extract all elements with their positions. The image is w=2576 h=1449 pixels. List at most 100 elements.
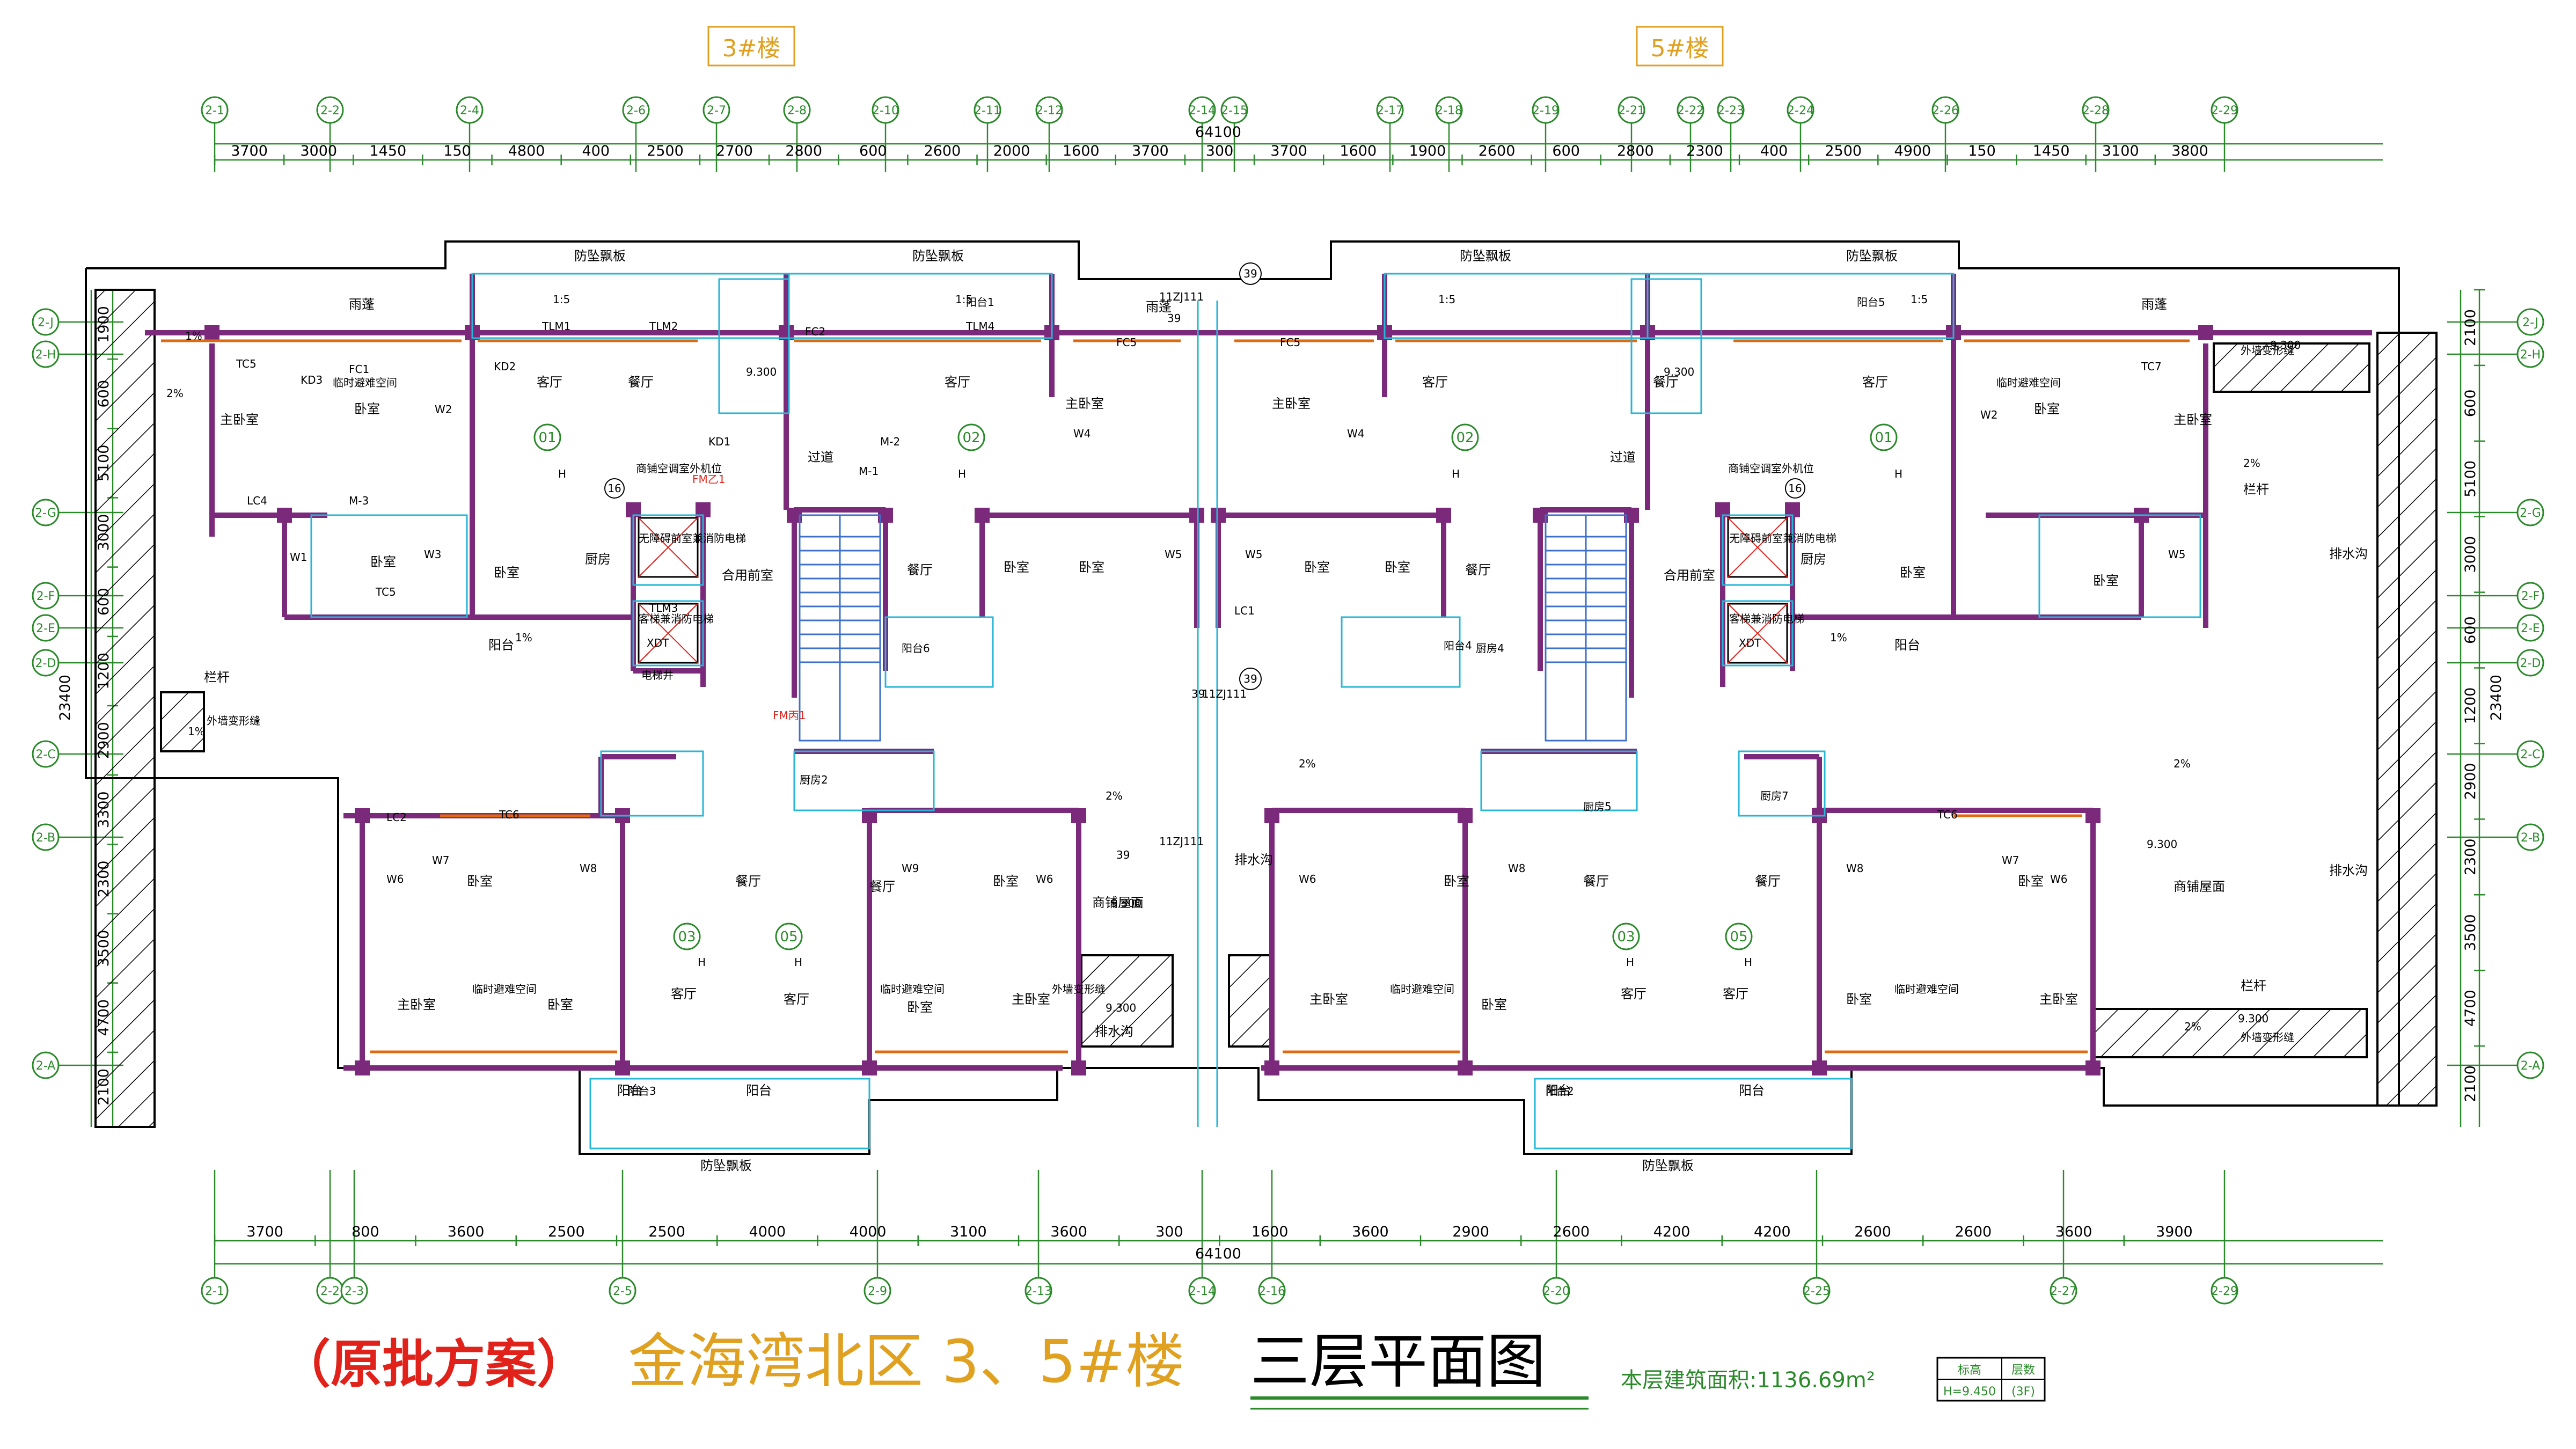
- dimension-value: 150: [443, 143, 471, 159]
- axis-bubble: [32, 614, 60, 642]
- title-project: 金海湾北区 3、5#楼: [628, 1327, 1184, 1396]
- storey-value: (3F): [2011, 1385, 2035, 1399]
- axis-bubble: [1035, 96, 1063, 124]
- tag-h-g: H: [1626, 956, 1634, 969]
- room-label-dining-3-01: 餐厅: [628, 375, 654, 390]
- room-label-living-3-01: 客厅: [537, 375, 562, 390]
- axis-label: 2-9: [868, 1285, 887, 1298]
- axis-label: 2-A: [36, 1059, 56, 1073]
- tag-tlm3-a: TLM3: [649, 602, 678, 614]
- axis-bubble: [1542, 1277, 1570, 1305]
- axis-label: 2-C: [35, 748, 55, 762]
- tag-balcony-6: 阳台5: [1857, 296, 1885, 309]
- building-label-5-text: 5#楼: [1651, 35, 1709, 62]
- dimension-value: 3000: [300, 143, 337, 159]
- tag-slope-d: 2%: [2243, 457, 2260, 470]
- stair-left: [799, 514, 881, 742]
- elevator-label-accessible-5: 无障碍前室兼消防电梯: [1729, 532, 1836, 545]
- room-label-corridor-5: 过道: [1610, 450, 1636, 465]
- dimension-value: 4800: [508, 143, 545, 159]
- axis-label: 2-27: [2050, 1285, 2077, 1298]
- room-label-bedroom-3-02: 卧室: [1004, 560, 1029, 575]
- tag-w6-d: W6: [2050, 873, 2068, 885]
- tag-fc1-a: FC1: [349, 363, 369, 376]
- axis-bubble: [201, 1277, 229, 1305]
- axis-label: 2-E: [36, 622, 55, 635]
- dimension-value: 3900: [2156, 1224, 2193, 1240]
- axis-bubble: [2516, 499, 2544, 526]
- room-label-drain-right: 排水沟: [2329, 546, 2368, 561]
- tag-kitchen-2: 阳台6: [902, 642, 930, 655]
- axis-bubble: [1618, 96, 1645, 124]
- axis-bubble: [1803, 1277, 1831, 1305]
- axis-label: 2-13: [1025, 1285, 1052, 1298]
- axis-bubble: [32, 649, 60, 677]
- axis-bubble: [456, 96, 484, 124]
- unit-marker: [533, 423, 561, 451]
- tag-fc5-a: FC5: [1116, 336, 1137, 349]
- level-value: H=9.450: [1943, 1385, 1996, 1399]
- axis-bubble: [32, 499, 60, 526]
- unit-number: 03: [678, 929, 696, 945]
- right-ac-hatch-bottom: [2092, 1008, 2368, 1058]
- title-name: 三层平面图: [1250, 1327, 1546, 1396]
- axis-bubble: [32, 740, 60, 768]
- tag-w6-a: W6: [386, 873, 404, 885]
- dimension-value: 4200: [1653, 1224, 1690, 1240]
- room-label-bedroom-3-03b: 卧室: [547, 997, 573, 1012]
- axis-bubble: [1376, 96, 1404, 124]
- tag-w7-a: W7: [432, 854, 450, 867]
- tag-w5-b: W5: [1245, 548, 1263, 561]
- room-label-refuge-3-03: 临时避难空间: [472, 983, 537, 996]
- dimension-value: 2500: [1825, 143, 1862, 159]
- axis-bubble: [32, 823, 60, 851]
- dimension-value: 2300: [2462, 838, 2479, 875]
- room-label-fall-guard-3-bottom: 防坠飘板: [700, 1158, 752, 1173]
- room-label-fall-guard-5-bottom: 防坠飘板: [1642, 1158, 1694, 1173]
- room-label-bedroom-5-02: 卧室: [1304, 560, 1330, 575]
- unit-marker: [1870, 423, 1898, 451]
- elevator-label-passenger-5: 客梯兼消防电梯: [1729, 612, 1804, 625]
- tag-h-c: H: [1452, 467, 1460, 480]
- axis-label: 2-8: [787, 104, 807, 118]
- dimension-value: 4000: [749, 1224, 786, 1240]
- unit-number: 05: [780, 929, 797, 945]
- tag-level-f: 9.300: [2147, 838, 2177, 851]
- dimension-value: 1600: [1252, 1224, 1289, 1240]
- tag-h-a: H: [558, 467, 566, 480]
- tag-joint-mid: 11ZJ111: [1202, 687, 1247, 700]
- room-label-bedroom-5-01: 卧室: [2034, 401, 2060, 416]
- room-label-canopy-center: 雨蓬: [1146, 299, 1172, 314]
- axis-label: 2-16: [1258, 1285, 1285, 1298]
- axis-bubble: [2516, 308, 2544, 336]
- tag-fm-b: FM丙1: [773, 709, 806, 722]
- dimension-value: 400: [1760, 143, 1788, 159]
- room-label-master-5-05: 主卧室: [2039, 992, 2078, 1007]
- tag-slope-j: 1%: [188, 725, 205, 738]
- dimension-value: 3000: [2462, 536, 2479, 573]
- dimension-value: 2600: [1854, 1224, 1891, 1240]
- tag-w6-c: W6: [1299, 873, 1316, 885]
- left-ac-hatch: [160, 691, 205, 752]
- tag-w6-b: W6: [1036, 873, 1053, 885]
- room-label-railing-right: 栏杆: [2241, 978, 2266, 993]
- axis-label: 2-D: [2520, 657, 2541, 670]
- dimension-value: 3600: [1050, 1224, 1087, 1240]
- tag-ref-mid: 39: [1191, 687, 1205, 700]
- room-label-fall-guard-3-right: 防坠飘板: [912, 248, 964, 264]
- dimension-value: 3600: [1352, 1224, 1389, 1240]
- overall-dimension-right: 23400: [2488, 675, 2505, 721]
- axis-label: 2-D: [35, 657, 56, 670]
- axis-bubble: [1435, 96, 1463, 124]
- unit-marker: [1451, 423, 1479, 451]
- room-label-shop-ac-label-right-top: 外墙变形缝: [2241, 344, 2294, 357]
- room-labels: 客厅 餐厅 主卧室 卧室 卧室 卧室 厨房 阳台 过道 雨蓬 防坠飘板 防坠飘板…: [204, 248, 2368, 1173]
- room-label-living-3-03: 客厅: [671, 986, 697, 1001]
- dimension-value: 600: [2462, 616, 2479, 644]
- unit-number: 03: [1617, 929, 1635, 945]
- unit-marker: [775, 923, 803, 950]
- tag-balcony-5: 阳台4: [1444, 639, 1472, 652]
- tag-w9: W9: [902, 862, 919, 875]
- tag-h-h: H: [1744, 956, 1752, 969]
